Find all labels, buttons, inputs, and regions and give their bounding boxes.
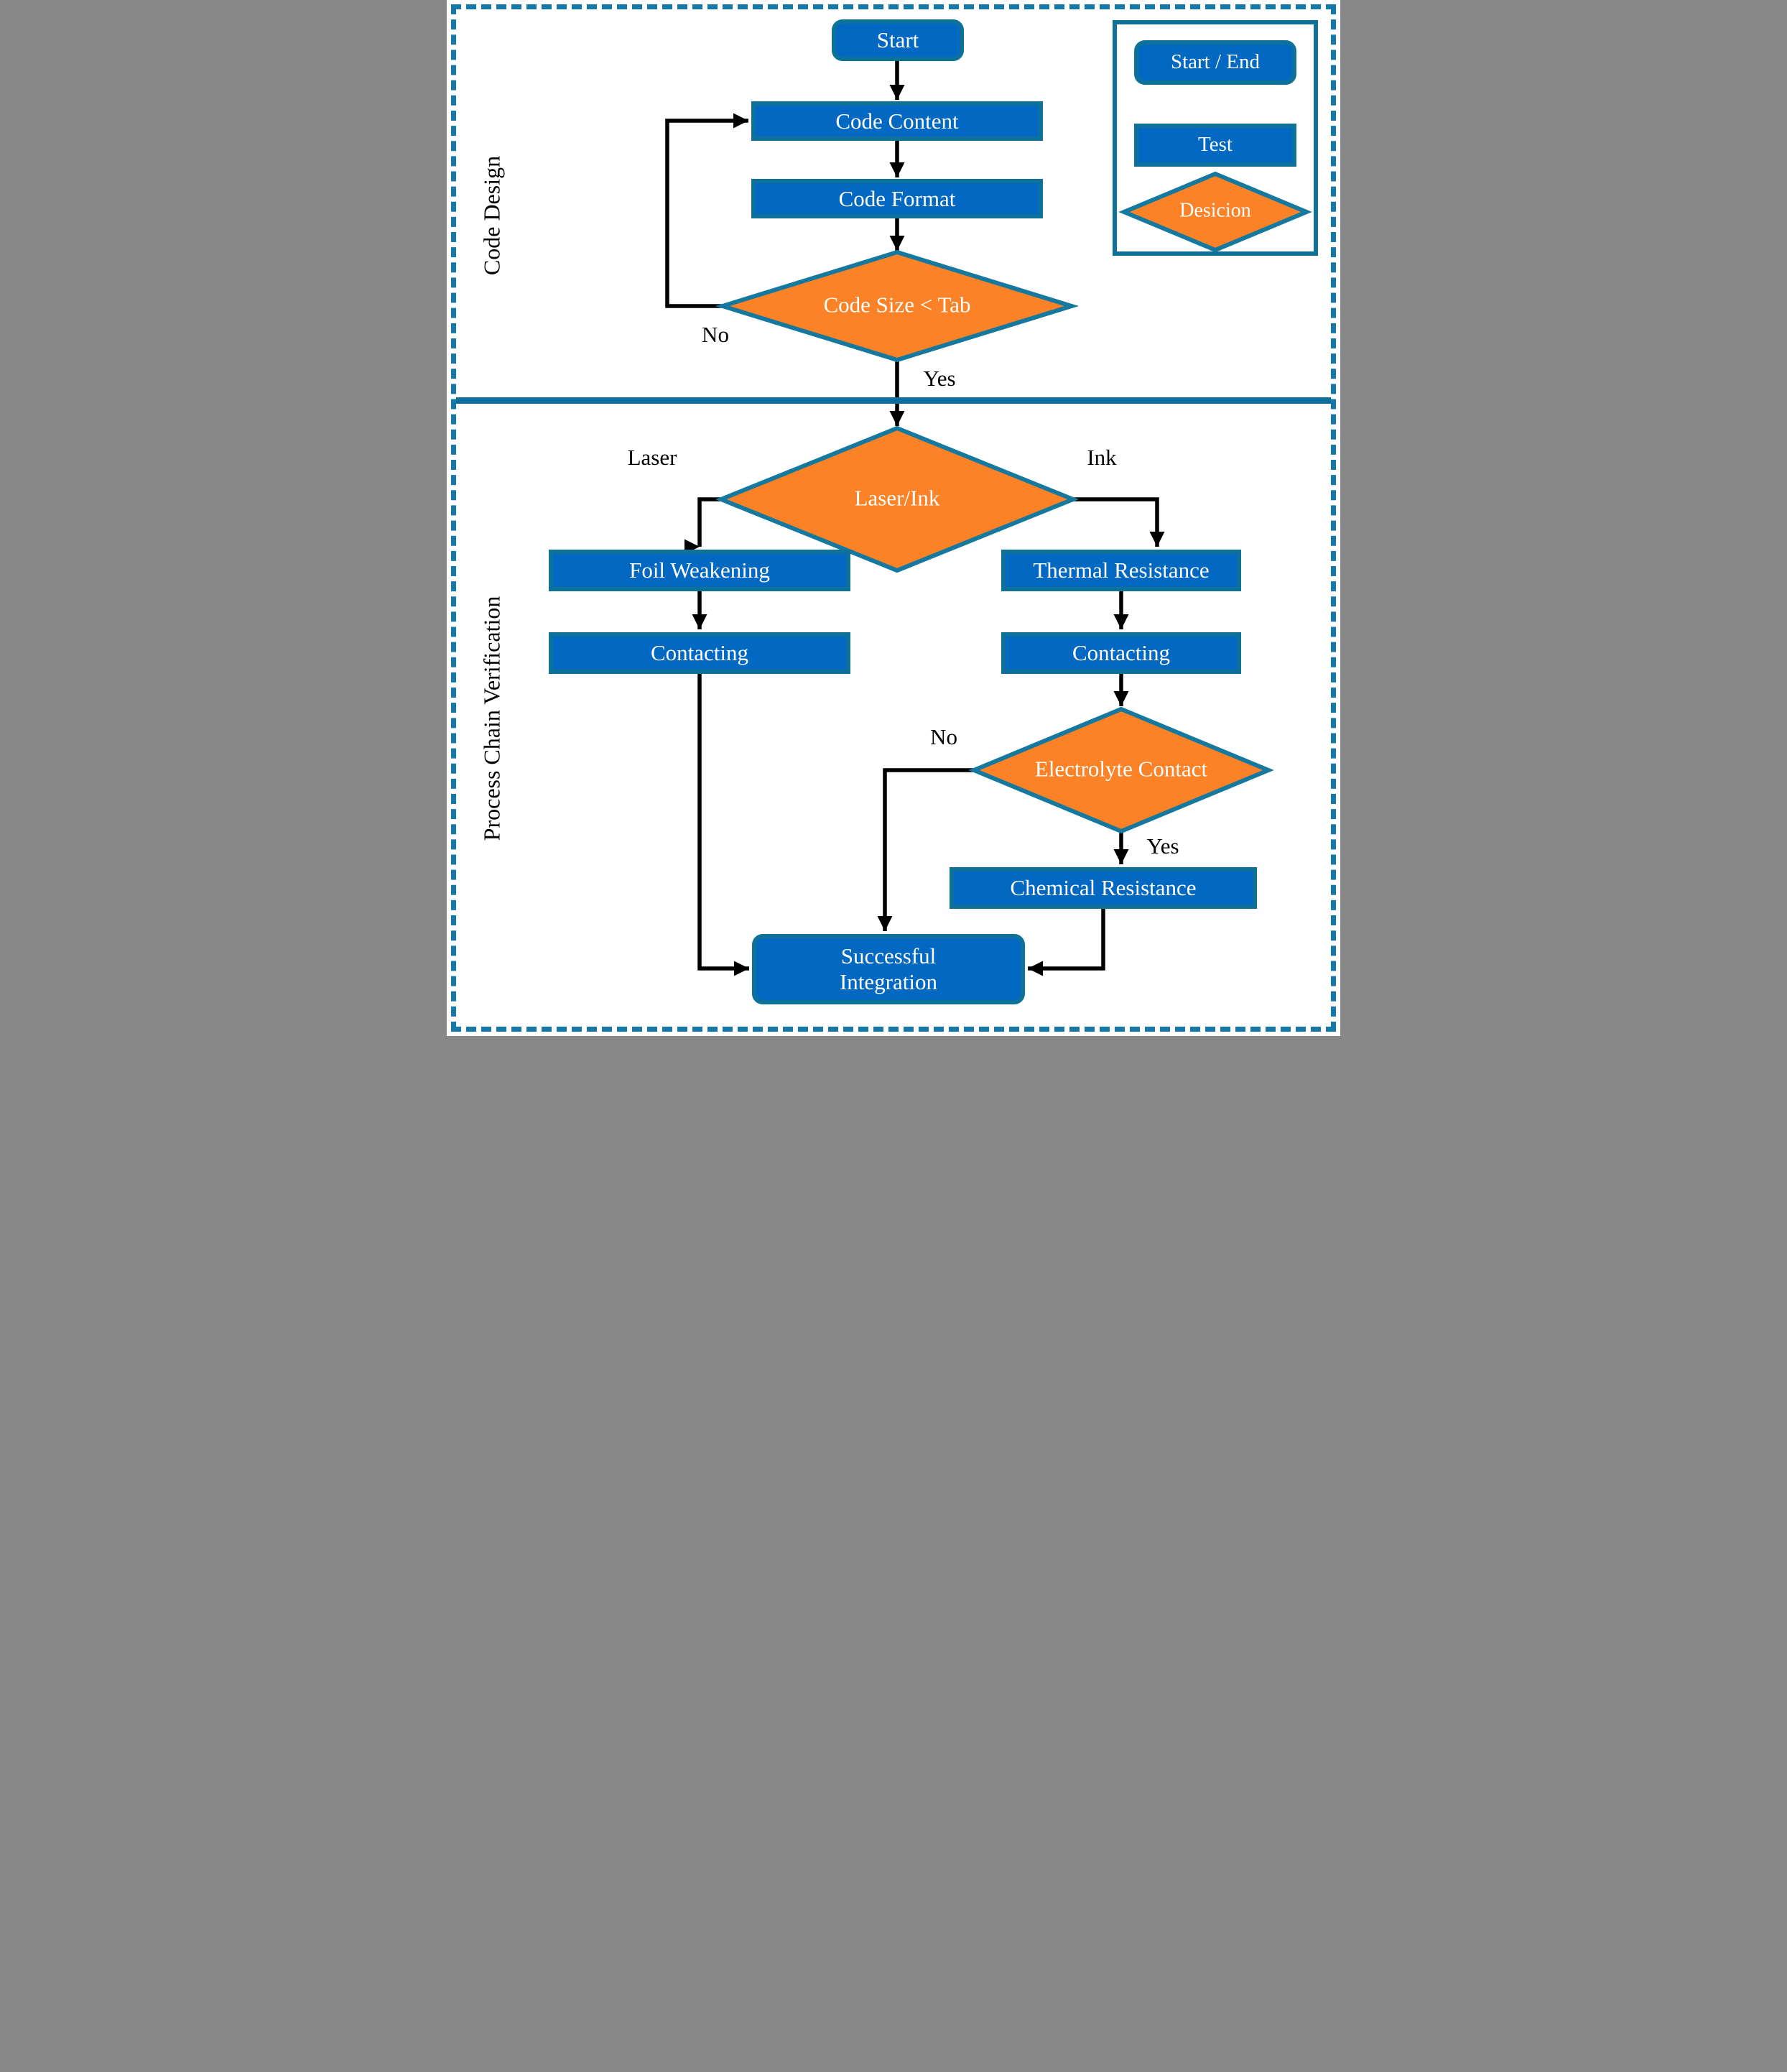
arrow-chemical-to-successful bbox=[1028, 909, 1105, 976]
node-start-label: Start bbox=[876, 27, 919, 53]
edge-label-yes-top: Yes bbox=[923, 366, 956, 391]
node-code-content: Code Content bbox=[751, 101, 1043, 141]
flowchart-canvas: Code Design Process Chain Verification S… bbox=[447, 0, 1340, 1036]
node-chemical-resistance: Chemical Resistance bbox=[950, 867, 1257, 909]
legend-test: Test bbox=[1134, 124, 1296, 167]
edge-label-laser: Laser bbox=[627, 445, 677, 470]
node-foil-weakening-label: Foil Weakening bbox=[629, 558, 770, 583]
arrow-electrolyte-no bbox=[877, 768, 974, 931]
decision-electrolyte-contact-label: Electrolyte Contact bbox=[1034, 756, 1208, 782]
legend-start-end-label: Start / End bbox=[1170, 50, 1261, 74]
legend-start-end: Start / End bbox=[1134, 40, 1296, 85]
node-contacting-left: Contacting bbox=[549, 632, 850, 674]
legend: Start / End Test Desicion bbox=[1113, 20, 1318, 256]
section-divider-line bbox=[456, 397, 1331, 404]
dashed-outer-border bbox=[451, 4, 1336, 1032]
section-label-code-design: Code Design bbox=[478, 155, 505, 276]
node-foil-weakening: Foil Weakening bbox=[549, 550, 850, 591]
node-contacting-right-label: Contacting bbox=[1072, 640, 1171, 666]
section-label-process-chain-verification: Process Chain Verification bbox=[478, 596, 505, 841]
flow-arrows bbox=[665, 60, 1165, 976]
decision-laser-ink-label: Laser/Ink bbox=[854, 485, 940, 511]
arrow-ink-branch bbox=[1073, 497, 1165, 547]
edge-label-yes-bottom: Yes bbox=[1146, 833, 1179, 859]
node-chemical-resistance-label: Chemical Resistance bbox=[1010, 875, 1197, 901]
node-successful-integration-label: Successful Integration bbox=[839, 943, 937, 994]
arrow-laser-branch bbox=[692, 497, 721, 547]
node-contacting-left-label: Contacting bbox=[650, 640, 749, 666]
node-start: Start bbox=[832, 19, 964, 61]
decision-code-size: Code Size < Tab bbox=[715, 249, 1080, 363]
edge-label-no-bottom: No bbox=[930, 724, 957, 749]
node-successful-integration: Successful Integration bbox=[752, 934, 1025, 1004]
decision-electrolyte-contact: Electrolyte Contact bbox=[968, 706, 1274, 834]
legend-test-label: Test bbox=[1198, 133, 1233, 157]
edge-label-ink: Ink bbox=[1087, 445, 1117, 470]
legend-decision-label: Desicion bbox=[1179, 199, 1251, 222]
edge-label-no-top: No bbox=[702, 322, 729, 347]
decision-laser-ink-shape bbox=[715, 425, 1080, 573]
legend-decision: Desicion bbox=[1118, 171, 1312, 253]
decision-laser-ink: Laser/Ink bbox=[715, 425, 1080, 573]
node-code-content-label: Code Content bbox=[835, 108, 959, 134]
decision-code-size-label: Code Size < Tab bbox=[823, 292, 971, 318]
node-code-format: Code Format bbox=[751, 179, 1043, 218]
node-thermal-resistance-label: Thermal Resistance bbox=[1033, 558, 1210, 583]
arrow-contacting-left-to-successful bbox=[697, 674, 749, 976]
decision-code-size-shape bbox=[715, 249, 1080, 363]
node-code-format-label: Code Format bbox=[838, 185, 956, 211]
node-thermal-resistance: Thermal Resistance bbox=[1001, 550, 1241, 591]
decision-electrolyte-contact-shape bbox=[968, 706, 1274, 834]
legend-decision-shape bbox=[1118, 171, 1312, 253]
node-contacting-right: Contacting bbox=[1001, 632, 1241, 674]
arrow-no-loop-to-code-content bbox=[665, 113, 748, 308]
